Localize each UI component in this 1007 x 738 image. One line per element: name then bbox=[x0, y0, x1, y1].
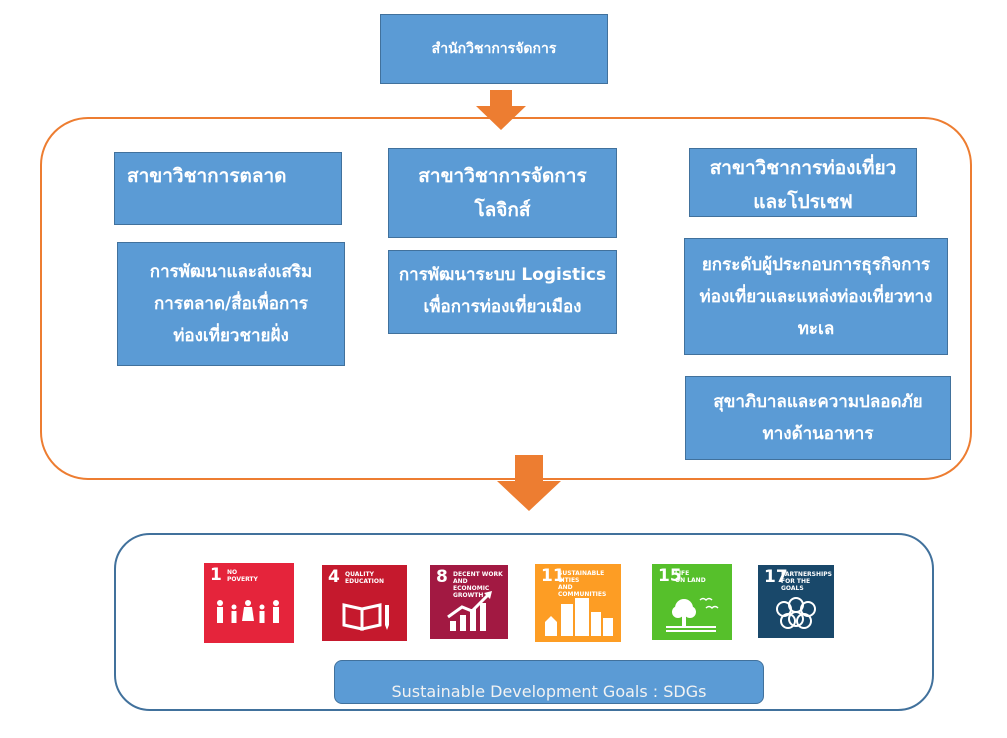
family-icon bbox=[217, 600, 279, 623]
department-tourism: สาขาวิชาการท่องเที่ยว และโปรเชฟ bbox=[689, 148, 917, 217]
department-marketing-label: สาขาวิชาการตลาด bbox=[127, 165, 287, 187]
sdg-tile-4: 4 QUALITY EDUCATION bbox=[322, 565, 407, 641]
sdg-label: QUALITY EDUCATION bbox=[345, 571, 384, 585]
tree-birds-icon bbox=[666, 597, 719, 632]
department-logistics-label: สาขาวิชาการจัดการ โลจิกส์ bbox=[418, 165, 587, 221]
department-marketing: สาขาวิชาการตลาด bbox=[114, 152, 342, 225]
sdg-label: PARTNERSHIPS FOR THE GOALS bbox=[781, 571, 832, 592]
focus-tourism-entrepreneurs-label: ยกระดับผู้ประกอบการธุรกิจการ ท่องเที่ยวแ… bbox=[699, 254, 933, 339]
sdg-label: LIFE ON LAND bbox=[675, 570, 706, 584]
focus-marketing-coastal: การพัฒนาและส่งเสริม การตลาด/สื่อเพื่อการ… bbox=[117, 242, 345, 366]
sdg-number: 11 bbox=[541, 566, 565, 586]
focus-logistics-tourism: การพัฒนาระบบ Logistics เพื่อการท่องเที่ย… bbox=[388, 250, 617, 334]
sdg-number: 17 bbox=[764, 567, 788, 587]
department-tourism-label: สาขาวิชาการท่องเที่ยว และโปรเชฟ bbox=[709, 157, 897, 213]
sdg-tile-8: 8 DECENT WORK AND ECONOMIC GROWTH bbox=[430, 565, 508, 639]
sdg-number: 4 bbox=[328, 567, 340, 587]
sdg-tile-1: 1 NO POVERTY bbox=[204, 563, 294, 643]
department-logistics: สาขาวิชาการจัดการ โลจิกส์ bbox=[388, 148, 617, 238]
focus-food-safety: สุขาภิบาลและความปลอดภัย ทางด้านอาหาร bbox=[685, 376, 951, 460]
top-box-label: สำนักวิชาการจัดการ bbox=[431, 41, 557, 57]
top-box-management-school: สำนักวิชาการจัดการ bbox=[380, 14, 608, 84]
focus-marketing-coastal-label: การพัฒนาและส่งเสริม การตลาด/สื่อเพื่อการ… bbox=[149, 262, 313, 346]
departments-container bbox=[40, 117, 972, 480]
city-buildings-icon bbox=[545, 598, 613, 636]
focus-logistics-tourism-label: การพัฒนาระบบ Logistics เพื่อการท่องเที่ย… bbox=[398, 265, 607, 317]
sdg-number: 15 bbox=[658, 566, 682, 586]
growth-chart-icon bbox=[447, 591, 492, 631]
sdg-caption-label: Sustainable Development Goals : SDGs bbox=[391, 682, 707, 701]
focus-tourism-entrepreneurs: ยกระดับผู้ประกอบการธุรกิจการ ท่องเที่ยวแ… bbox=[684, 238, 948, 355]
book-pencil-icon bbox=[342, 603, 389, 631]
sdg-container bbox=[114, 533, 934, 711]
sdg-label: SUSTAINABLE CITIES AND COMMUNITIES bbox=[558, 570, 607, 598]
sdg-tile-15: 15 LIFE ON LAND bbox=[652, 564, 732, 640]
sdg-tile-17: 17 PARTNERSHIPS FOR THE GOALS bbox=[758, 565, 834, 638]
sdg-number: 1 bbox=[210, 565, 222, 585]
sdg-label: NO POVERTY bbox=[227, 569, 258, 583]
sdg-tile-11: 11 SUSTAINABLE CITIES AND COMMUNITIES bbox=[535, 564, 621, 642]
focus-food-safety-label: สุขาภิบาลและความปลอดภัย ทางด้านอาหาร bbox=[713, 392, 923, 444]
sdg-label: DECENT WORK AND ECONOMIC GROWTH bbox=[453, 571, 503, 599]
partnership-flower-icon bbox=[776, 597, 816, 629]
down-arrow-icon bbox=[476, 90, 526, 130]
sdg-caption: Sustainable Development Goals : SDGs bbox=[334, 660, 764, 704]
sdg-number: 8 bbox=[436, 567, 448, 587]
down-arrow-icon bbox=[497, 455, 561, 511]
